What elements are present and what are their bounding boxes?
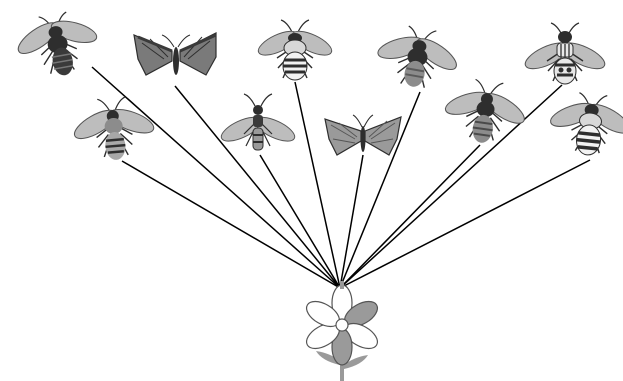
wasp-icon	[218, 94, 298, 150]
moth-icon	[134, 33, 216, 75]
connection-line	[260, 155, 340, 288]
bee-icon	[438, 75, 532, 148]
bumblebee-icon	[255, 20, 335, 80]
connection-line	[295, 82, 340, 288]
bumblebee-icon	[10, 7, 106, 83]
bee-icon	[370, 21, 465, 94]
butterfly-icon	[325, 115, 401, 155]
connection-line	[92, 67, 340, 288]
connection-line	[340, 160, 590, 288]
honeybee-icon	[68, 94, 160, 163]
connection-line	[340, 92, 420, 288]
connection-lines	[92, 67, 590, 288]
bumblebee-icon	[544, 90, 623, 160]
wasp-icon	[522, 23, 609, 84]
connection-line	[122, 161, 340, 288]
flower-icon	[302, 281, 381, 381]
connection-line	[340, 85, 562, 288]
